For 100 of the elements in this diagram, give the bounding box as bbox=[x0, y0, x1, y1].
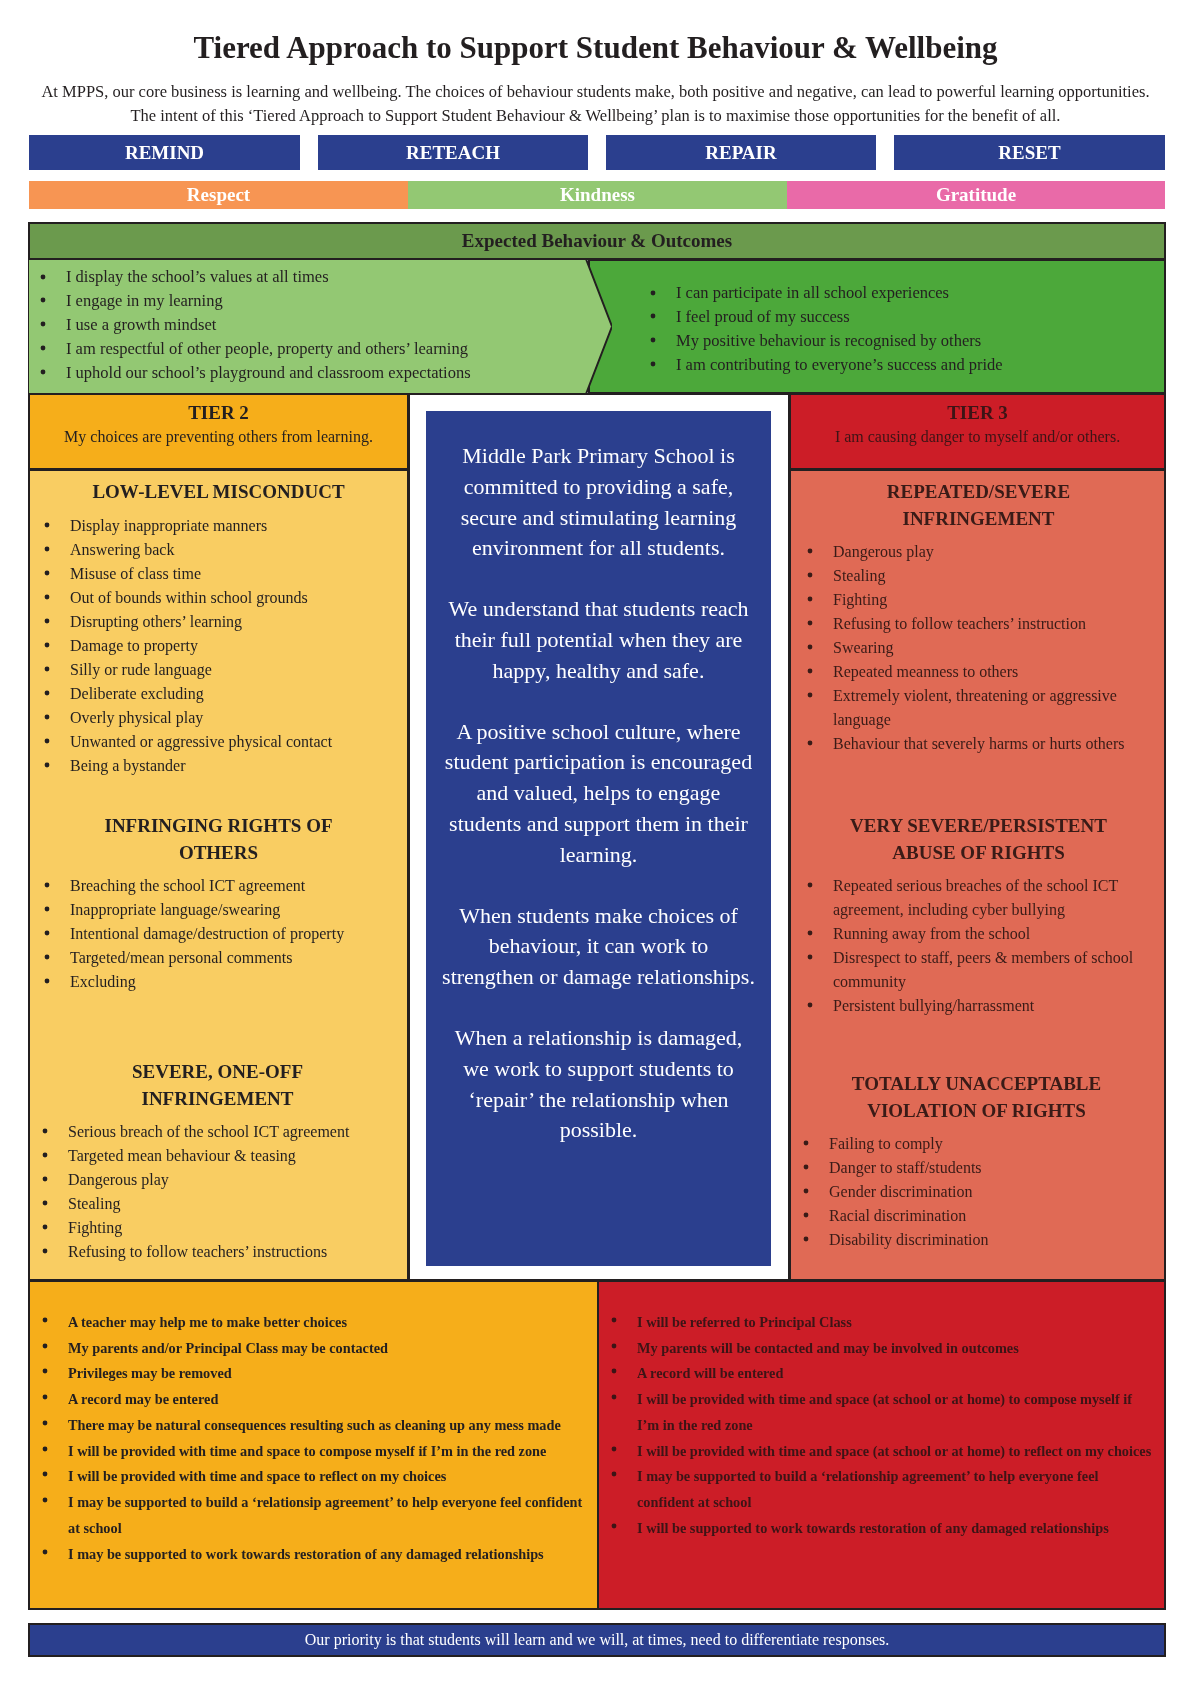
banner-label: REMIND bbox=[124, 141, 205, 163]
tier-description: I am causing danger to myself and/or others. bbox=[833, 426, 1122, 448]
paragraph: Middle Park Primary School is committed to providing a safe, secure and stimulating learning environment for all students. bbox=[459, 442, 738, 563]
list-item: Damage to property bbox=[70, 636, 198, 654]
tier-title: TIER 2 bbox=[187, 401, 250, 425]
list-item: Danger to staff/students bbox=[829, 1159, 982, 1177]
list-item: Extremely violent, threatening or aggressive language bbox=[833, 687, 1117, 729]
consequence-panel bbox=[597, 1280, 1166, 1610]
list-item: Failing to comply bbox=[829, 1135, 943, 1153]
list-item: Display inappropriate manners bbox=[70, 516, 268, 534]
stage-banner bbox=[894, 135, 1165, 170]
tier-header bbox=[789, 393, 1166, 470]
value-band bbox=[408, 181, 787, 209]
consequence-item: My parents will be contacted and may be involved in outcomes bbox=[637, 1339, 1019, 1356]
outcome-item: My positive behaviour is recognised by others bbox=[676, 330, 982, 350]
list-item: Targeted/mean personal comments bbox=[70, 949, 293, 967]
outcome-item: I can participate in all school experiences bbox=[676, 283, 950, 302]
list-item: Intentional damage/destruction of property bbox=[70, 925, 345, 943]
paragraph: We understand that students reach their full potential when they are happy, healthy and safe. bbox=[447, 595, 750, 685]
banner-label: REPAIR bbox=[705, 141, 777, 163]
banner-label: RETEACH bbox=[406, 141, 500, 163]
list-item: Repeated meanness to others bbox=[833, 663, 1019, 681]
list-item: Running away from the school bbox=[833, 925, 1031, 943]
list-item: Being a bystander bbox=[70, 756, 186, 774]
list-item: Repeated serious breaches of the school ICT agreement, including cyber bullying bbox=[833, 877, 1118, 919]
banner-label: Gratitude bbox=[935, 184, 1017, 205]
list-item: Fighting bbox=[833, 591, 888, 609]
list-item: Breaching the school ICT agreement bbox=[70, 877, 306, 895]
paragraph: When students make choices of behaviour, it can work to strengthen or damage relationships. bbox=[442, 901, 755, 992]
info-panel bbox=[426, 411, 771, 1266]
list-item: Dangerous play bbox=[68, 1171, 169, 1189]
list-item: Stealing bbox=[68, 1195, 121, 1213]
list-item: Answering back bbox=[70, 540, 175, 558]
footer-text: Our priority is that students will learn and we will, at times, need to differentiate responses. bbox=[304, 1631, 890, 1648]
list-item: Behaviour that severely harms or hurts others bbox=[833, 735, 1125, 753]
section-heading: SEVERE, ONE-OFF INFRINGEMENT bbox=[131, 1060, 304, 1111]
consequence-item: A record will be entered bbox=[637, 1365, 784, 1382]
behaviour-item: I am respectful of other people, property and others’ learning bbox=[66, 338, 468, 358]
consequence-item: A record may be entered bbox=[68, 1391, 219, 1408]
intro-paragraph: At MPPS, our core business is learning and wellbeing. The choices of behaviour students make, both positive and negative, can lead to powerful learning opportunities. The intent of this ‘Tiered Approach to Support Student Behaviour & Wellbeing’ plan is to maximise those opportunities for the benefit of all. bbox=[40, 81, 1151, 127]
list-item: Serious breach of the school ICT agreement bbox=[68, 1123, 350, 1141]
tier-description: My choices are preventing others from learning. bbox=[63, 426, 374, 448]
tier-column bbox=[28, 469, 409, 1281]
behaviour-item: I display the school’s values at all times bbox=[66, 267, 329, 286]
list-item: Persistent bullying/harrassment bbox=[833, 997, 1035, 1015]
section-heading: LOW-LEVEL MISCONDUCT bbox=[91, 480, 346, 504]
consequence-item: Privileges may be removed bbox=[68, 1365, 232, 1382]
consequence-item: A teacher may help me to make better choices bbox=[68, 1314, 347, 1330]
list-item: Racial discrimination bbox=[829, 1207, 967, 1225]
page-title: Tiered Approach to Support Student Behaviour & Wellbeing bbox=[192, 30, 999, 66]
list-item: Fighting bbox=[68, 1219, 123, 1237]
list-item: Refusing to follow teachers’ instruction bbox=[833, 615, 1086, 633]
section-heading: Expected Behaviour & Outcomes bbox=[461, 230, 733, 251]
list-item: Dangerous play bbox=[833, 543, 934, 561]
consequence-item: I will be provided with time and space (at school or at home) to compose myself if I’m in the red zone bbox=[637, 1391, 1133, 1433]
list-item: Silly or rude language bbox=[70, 660, 212, 678]
footer-bar bbox=[28, 1623, 1166, 1657]
list-item: Stealing bbox=[833, 567, 886, 585]
banner-label: Respect bbox=[186, 184, 251, 205]
consequence-item: There may be natural consequences resulting such as cleaning up any mess made bbox=[68, 1416, 561, 1433]
consequence-item: I may be supported to build a ‘relationship agreement’ to help everyone feel confident at school bbox=[637, 1468, 1099, 1511]
section-header-bar bbox=[28, 222, 1166, 260]
section-heading: VERY SEVERE/PERSISTENT ABUSE OF RIGHTS bbox=[849, 814, 1108, 865]
list-item: Excluding bbox=[70, 973, 136, 991]
behaviour-item: I uphold our school’s playground and classroom expectations bbox=[66, 362, 471, 382]
outcome-item: I am contributing to everyone’s success and pride bbox=[676, 354, 1003, 374]
tier-title: TIER 3 bbox=[946, 401, 1009, 425]
list-item: Disability discrimination bbox=[829, 1231, 989, 1249]
consequence-item: I may be supported to build a ‘relationsip agreement’ to help everyone feel confident at school bbox=[68, 1494, 583, 1536]
paragraph: A positive school culture, where student participation is encouraged and valued, helps to engage students and support them in their learning. bbox=[443, 717, 754, 869]
paragraph: When a relationship is damaged, we work to support students to ‘repair’ the relationship when possible. bbox=[453, 1023, 744, 1145]
list-item: Unwanted or aggressive physical contact bbox=[70, 732, 333, 750]
tier-column bbox=[789, 469, 1166, 1281]
behaviour-item: I use a growth mindset bbox=[66, 314, 217, 334]
consequence-item: My parents and/or Principal Class may be contacted bbox=[68, 1339, 388, 1356]
consequence-item: I will be provided with time and space to compose myself if I’m in the red zone bbox=[68, 1442, 547, 1459]
consequence-item: I may be supported to work towards restoration of any damaged relationships bbox=[68, 1545, 544, 1562]
value-band bbox=[29, 181, 408, 209]
section-heading: TOTALLY UNACCEPTABLE VIOLATION OF RIGHTS bbox=[850, 1072, 1103, 1123]
list-item: Refusing to follow teachers’ instructions bbox=[68, 1243, 328, 1261]
behaviour-item: I engage in my learning bbox=[66, 290, 223, 310]
list-item: Swearing bbox=[833, 639, 894, 657]
list-item: Misuse of class time bbox=[70, 564, 202, 582]
list-item: Targeted mean behaviour & teasing bbox=[68, 1147, 296, 1165]
section-heading: INFRINGING RIGHTS OF OTHERS bbox=[103, 814, 334, 865]
list-item: Disrupting others’ learning bbox=[70, 612, 243, 630]
banner-label: Kindness bbox=[560, 184, 635, 205]
consequence-item: I will be provided with time and space to reflect on my choices bbox=[68, 1468, 447, 1485]
consequence-item: I will be supported to work towards restoration of any damaged relationships bbox=[637, 1519, 1109, 1536]
section-heading: REPEATED/SEVERE INFRINGEMENT bbox=[885, 480, 1072, 531]
tier-header bbox=[28, 393, 409, 470]
value-band bbox=[787, 181, 1165, 209]
list-item: Out of bounds within school grounds bbox=[70, 588, 308, 606]
outcome-panel bbox=[588, 259, 1166, 394]
outcome-item: I feel proud of my success bbox=[676, 306, 850, 326]
consequence-panel bbox=[28, 1280, 599, 1610]
consequence-item: I will be referred to Principal Class bbox=[637, 1314, 852, 1330]
stage-banner bbox=[606, 135, 876, 170]
list-item: Inappropriate language/swearing bbox=[70, 901, 281, 919]
list-item: Disrespect to staff, peers & members of school community bbox=[833, 949, 1134, 991]
